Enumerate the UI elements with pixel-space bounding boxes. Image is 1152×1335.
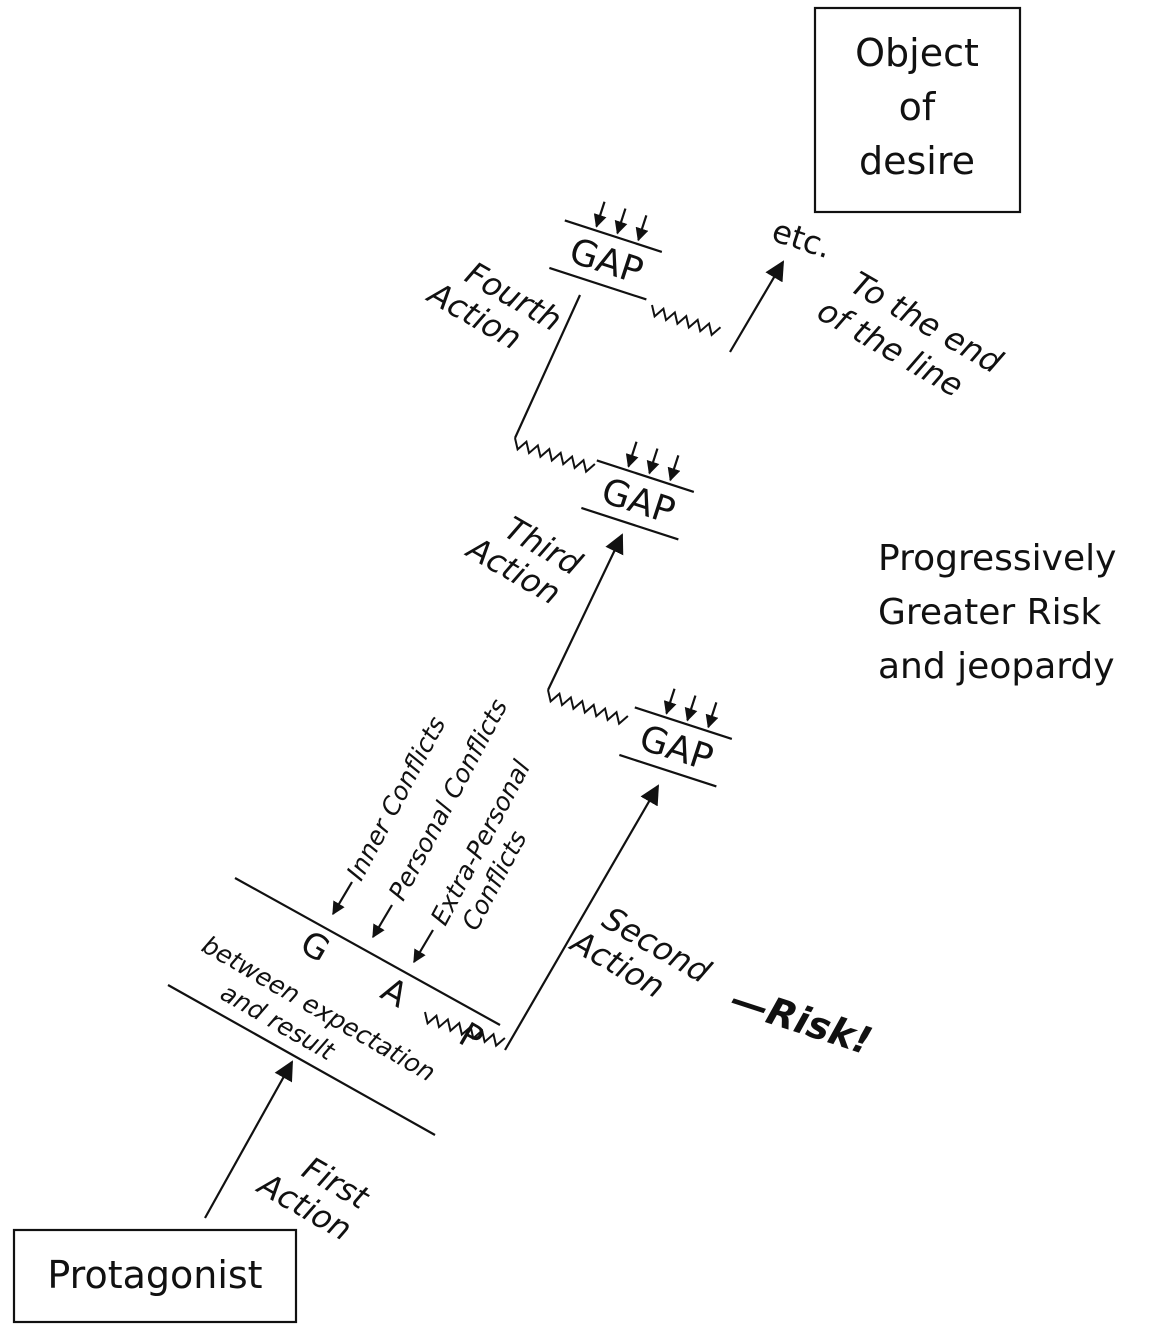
gap-3-label: GAP	[564, 231, 647, 293]
gap-2-label: GAP	[596, 471, 679, 533]
to-end-arrow	[729, 260, 785, 353]
first-action-label: First Action	[250, 1149, 376, 1248]
gap-1-label: GAP	[634, 718, 717, 780]
personal-conflicts-arrow	[372, 904, 393, 939]
third-action-arrow	[547, 533, 624, 691]
svg-text:—Risk!: —Risk!	[725, 977, 877, 1064]
object-label-line-1: Object	[855, 31, 979, 75]
extra-personal-conflicts-arrow	[413, 929, 434, 964]
gap-3: GAP	[549, 201, 663, 301]
svg-text:etc.: etc.	[768, 211, 837, 266]
second-action-arrow	[504, 784, 659, 1051]
protagonist-label: Protagonist	[47, 1253, 262, 1297]
inner-conflicts-arrow	[332, 881, 353, 916]
progress-note-line-3: and jeopardy	[878, 646, 1115, 687]
gap-2: GAP	[581, 441, 695, 541]
third-action-label: Third Action	[459, 509, 589, 612]
gap-2-wave	[514, 437, 596, 474]
first-action-arrow	[204, 1060, 293, 1219]
protagonist-box	[12, 1228, 298, 1324]
gap-1-wave	[547, 689, 629, 726]
object-of-desire-box	[813, 6, 1022, 214]
fourth-action-line	[513, 294, 582, 439]
etc-label: etc.	[768, 211, 837, 266]
main-gap-bottom-line	[167, 984, 436, 1136]
end-of-line-label: To the end of the line	[811, 264, 1009, 405]
main-gap-top-line	[234, 877, 501, 1026]
risk-label: —Risk!	[725, 977, 877, 1064]
fourth-action-label: Fourth Action	[420, 254, 568, 357]
gap-3-wave	[651, 304, 722, 337]
gap-1: GAP	[619, 688, 733, 788]
progress-note-line-2: Greater Risk	[878, 592, 1101, 633]
object-label-line-3: desire	[859, 139, 975, 183]
object-label-line-2: of	[899, 85, 937, 129]
progress-note-line-1: Progressively	[878, 538, 1116, 579]
main-gap-wave	[424, 1011, 506, 1048]
